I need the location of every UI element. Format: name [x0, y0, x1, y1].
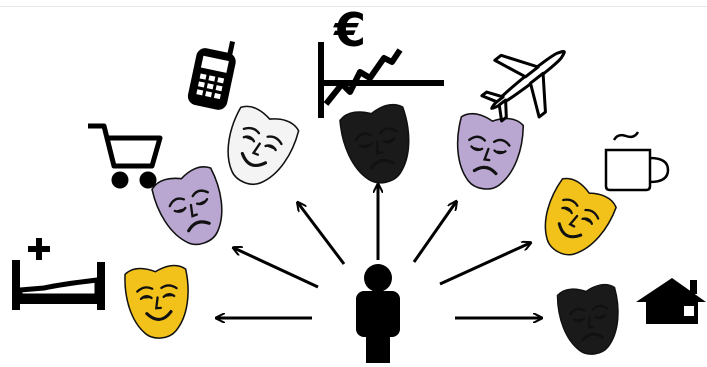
arrows: [217, 185, 541, 318]
mask-black-right: [555, 282, 625, 359]
mobile-phone-icon: [187, 40, 236, 110]
top-divider: [0, 6, 707, 7]
arrow-up-left: [298, 203, 346, 265]
house-icon: [636, 278, 706, 324]
bed-health-icon: [12, 238, 105, 310]
mask-yellow-left: [123, 263, 194, 342]
euro-symbol: €: [333, 3, 366, 57]
mask-black-top: [337, 101, 419, 190]
mask-white: [213, 101, 303, 196]
coffee-cup-icon: [604, 131, 670, 192]
mask-purple-left: [148, 162, 236, 255]
arrow-up-right: [412, 202, 456, 263]
shopping-cart-icon: [88, 123, 163, 189]
airplane-icon: [480, 49, 566, 123]
euro-chart-icon: €: [318, 3, 444, 118]
mask-purple-right: [450, 111, 526, 194]
arrow-upper-right: [439, 243, 530, 286]
person-icon: [356, 264, 400, 363]
arrow-upper-left: [234, 248, 319, 289]
